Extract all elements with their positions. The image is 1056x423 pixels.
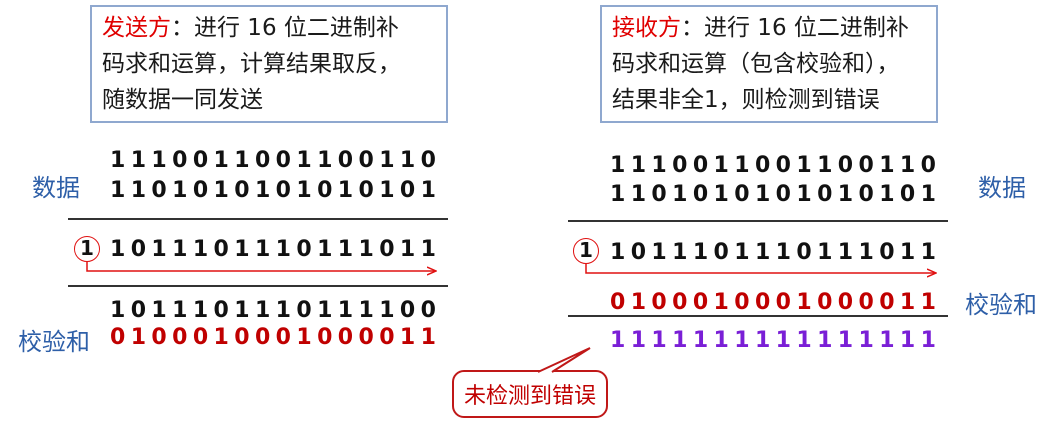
receiver-data-row2: 1101010101010101 xyxy=(610,182,942,207)
receiver-sum-row: 1011101110111011 xyxy=(610,240,942,265)
sender-checksum: 0100010001000011 xyxy=(110,325,442,350)
receiver-role: 接收方 xyxy=(612,15,681,41)
sender-data-row1: 1110011001100110 xyxy=(110,148,442,173)
receiver-result-line xyxy=(568,315,948,317)
sender-sum-row: 1011101110111011 xyxy=(110,237,442,262)
sender-role: 发送方 xyxy=(102,15,171,41)
receiver-description-box: 接收方：进行 16 位二进制补 码求和运算（包含校验和）， 结果非全1，则检测到… xyxy=(600,5,938,123)
sender-desc-line3: 随数据一同发送 xyxy=(102,87,263,113)
receiver-desc-line3: 结果非全1，则检测到错误 xyxy=(612,87,880,113)
sender-desc-line1: 发送方：进行 16 位二进制补 xyxy=(102,15,399,41)
receiver-result: 1111111111111111 xyxy=(610,328,942,353)
receiver-checksum: 0100010001000011 xyxy=(610,290,942,315)
sender-carry-circle: 1 xyxy=(74,236,100,262)
sender-data-label: 数据 xyxy=(32,174,80,202)
sender-carry-arrow xyxy=(86,262,435,271)
receiver-desc-line2: 码求和运算（包含校验和）， xyxy=(612,51,900,77)
receiver-data-label: 数据 xyxy=(978,174,1026,202)
receiver-carry-circle: 1 xyxy=(573,238,599,264)
sender-wrap-line xyxy=(68,285,448,287)
receiver-add-line xyxy=(568,220,948,222)
callout-pointer xyxy=(537,347,591,373)
receiver-checksum-label: 校验和 xyxy=(965,291,1037,319)
sender-add-line xyxy=(68,218,448,220)
sender-checksum-label: 校验和 xyxy=(18,328,90,356)
no-error-callout: 未检测到错误 xyxy=(452,370,609,418)
sender-description-box: 发送方：进行 16 位二进制补 码求和运算，计算结果取反， 随数据一同发送 xyxy=(90,5,448,123)
sender-desc-line2: 码求和运算，计算结果取反， xyxy=(102,51,401,77)
receiver-data-row1: 1110011001100110 xyxy=(610,153,942,178)
sender-data-row2: 1101010101010101 xyxy=(110,178,442,203)
receiver-carry-arrow xyxy=(585,264,935,273)
sender-wrapped-sum: 1011101110111100 xyxy=(110,298,442,323)
receiver-desc-line1: 接收方：进行 16 位二进制补 xyxy=(612,15,909,41)
